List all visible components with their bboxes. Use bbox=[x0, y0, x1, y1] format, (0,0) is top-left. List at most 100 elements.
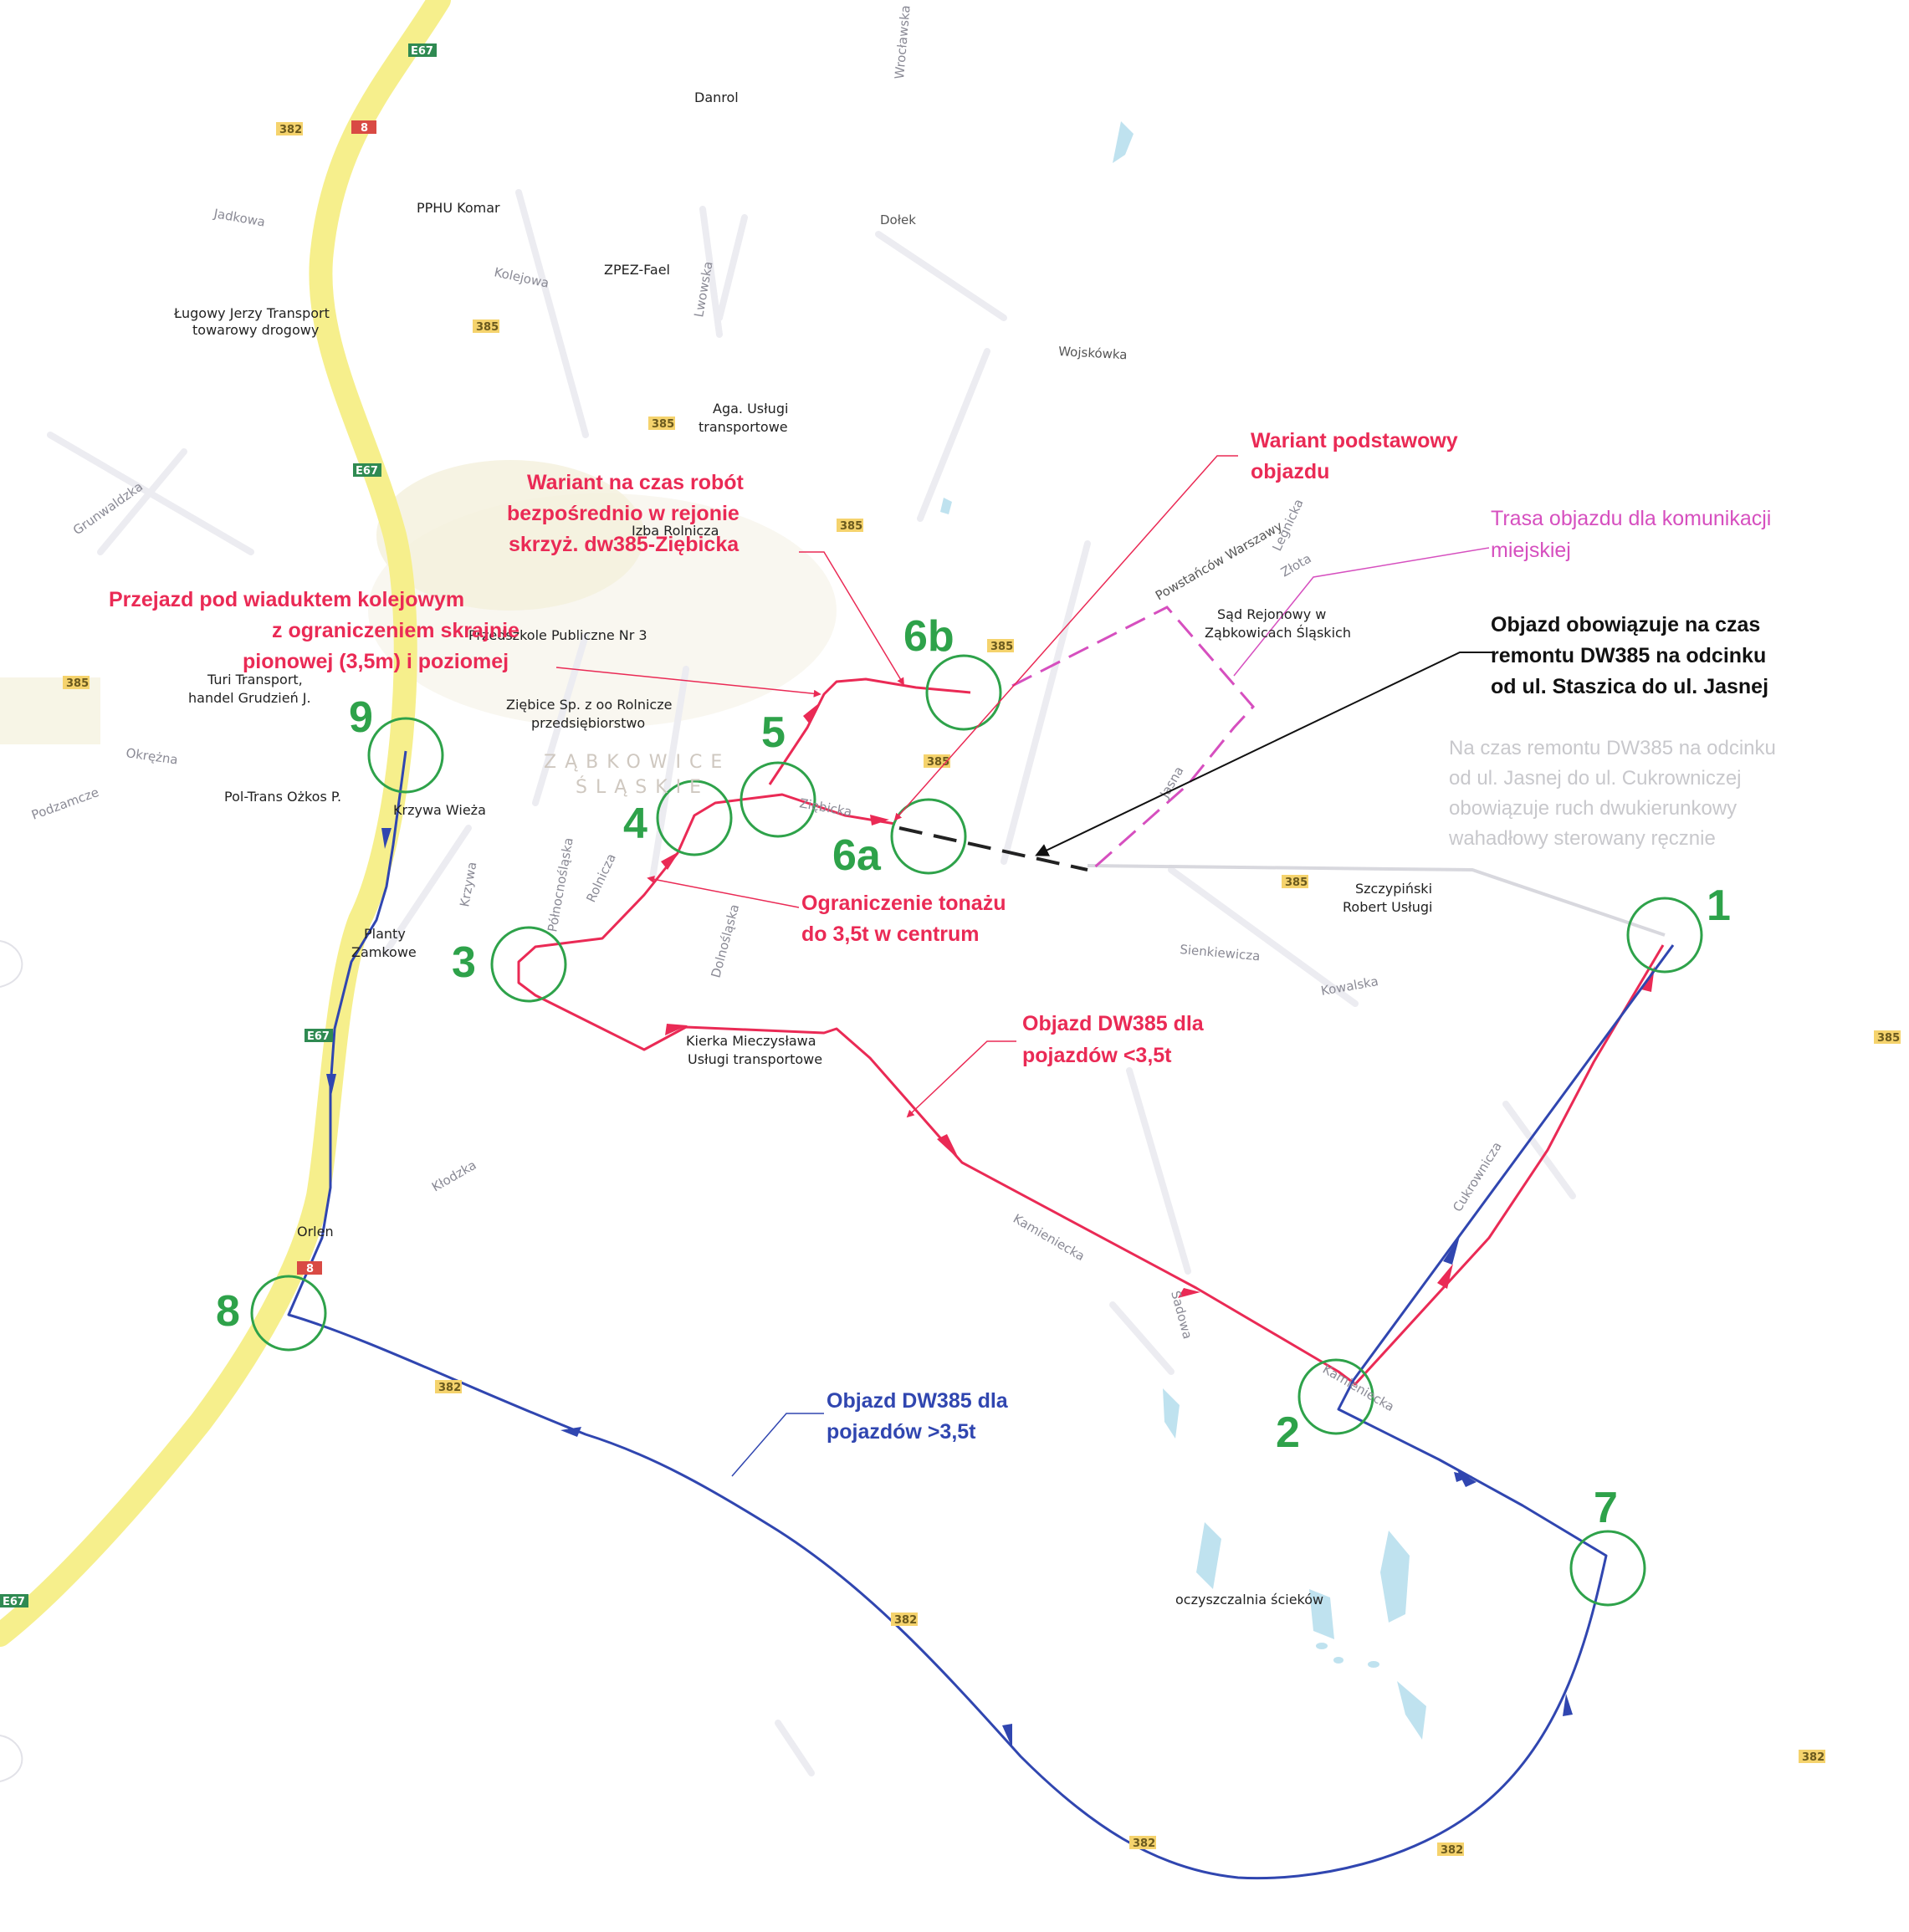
light-detour-line-2: pojazdów <3,5t bbox=[1022, 1044, 1172, 1067]
two-way-line-1: Na czas remontu DW385 na odcinku bbox=[1449, 737, 1776, 759]
svg-text:E67: E67 bbox=[307, 1030, 330, 1043]
place-sad-2: Ząbkowicach Śląskich bbox=[1205, 625, 1351, 641]
place-orlen: Orlen bbox=[297, 1224, 334, 1239]
tonnage-leader bbox=[647, 875, 800, 908]
town-name-2: ŚLĄSKIE bbox=[576, 776, 709, 798]
place-kierka-2: Usługi transportowe bbox=[688, 1051, 822, 1067]
annotation-works-variant: Wariant na czas robót bezpośrednio w rej… bbox=[507, 471, 745, 556]
svg-text:382: 382 bbox=[1802, 1751, 1825, 1764]
viaduct-line-1: Przejazd pod wiaduktem kolejowym bbox=[109, 588, 464, 611]
valid-during-line-2: remontu DW385 na odcinku bbox=[1491, 644, 1766, 667]
waypoint-8-circle bbox=[250, 1275, 327, 1352]
shield-e67-mid: E67 bbox=[353, 463, 381, 478]
works-variant-line-1: Wariant na czas robót bbox=[527, 471, 745, 494]
viaduct-leader bbox=[555, 667, 821, 698]
svg-text:382: 382 bbox=[1133, 1837, 1155, 1850]
minor-streets bbox=[47, 189, 1576, 1776]
svg-text:382: 382 bbox=[438, 1382, 461, 1394]
annotation-heavy-detour: Objazd DW385 dla pojazdów >3,5t bbox=[827, 1389, 1009, 1444]
annotation-valid-during: Objazd obowiązuje na czas remontu DW385 … bbox=[1491, 613, 1768, 698]
shield-e67-bottom: E67 bbox=[0, 1594, 28, 1608]
route-light-arrows bbox=[661, 703, 1655, 1298]
place-kierka-1: Kierka Mieczysława bbox=[686, 1033, 816, 1049]
viaduct-line-3: pionowej (3,5m) i poziomej bbox=[243, 650, 509, 673]
town-name-1: ZĄBKOWICE bbox=[544, 752, 730, 773]
place-aga-2: transportowe bbox=[699, 419, 788, 435]
place-szczypinski-1: Szczypiński bbox=[1355, 881, 1432, 897]
shield-385-d: 385 bbox=[987, 639, 1014, 653]
basic-variant-leader bbox=[893, 455, 1238, 821]
valid-during-line-1: Objazd obowiązuje na czas bbox=[1491, 613, 1760, 636]
shield-e67-low: E67 bbox=[305, 1029, 333, 1043]
places: Danrol PPHU Komar ZPEZ-Fael Ługowy Jerzy… bbox=[173, 89, 1432, 1607]
svg-text:382: 382 bbox=[279, 124, 302, 136]
waypoint-4-label: 4 bbox=[623, 800, 647, 848]
svg-text:E67: E67 bbox=[3, 1596, 25, 1608]
light-detour-leader bbox=[906, 1040, 1016, 1118]
tonnage-line-2: do 3,5t w centrum bbox=[801, 923, 980, 946]
svg-text:385: 385 bbox=[1285, 877, 1308, 889]
shield-382-b: 382 bbox=[891, 1613, 918, 1627]
waypoint-9-circle bbox=[367, 717, 444, 794]
svg-text:8: 8 bbox=[361, 122, 368, 135]
dw385-closed-roadway bbox=[1087, 864, 1666, 937]
viaduct-line-2: z ograniczeniem skrajnie bbox=[272, 619, 519, 642]
basic-variant-line-1: Wariant podstawowy bbox=[1251, 429, 1458, 452]
place-planty-2: Zamkowe bbox=[351, 944, 417, 960]
tonnage-line-1: Ograniczenie tonażu bbox=[801, 892, 1006, 915]
works-variant-line-3: skrzyż. dw385-Ziębicka bbox=[509, 533, 740, 556]
waypoint-3-circle bbox=[490, 926, 567, 1003]
place-oczyszczalnia: oczyszczalnia ścieków bbox=[1175, 1592, 1323, 1607]
shield-385-a: 385 bbox=[473, 319, 499, 334]
heavy-detour-leader bbox=[731, 1413, 824, 1477]
waypoint-2-circle bbox=[1297, 1358, 1374, 1435]
shield-385-f: 385 bbox=[63, 676, 90, 690]
svg-text:8: 8 bbox=[306, 1263, 314, 1275]
route-light-vehicles bbox=[517, 677, 1665, 1386]
valid-during-leader bbox=[1035, 652, 1493, 856]
waypoint-numbers: 1 2 3 4 5 6a 6b 7 8 9 bbox=[216, 612, 1731, 1532]
shield-385-g: 385 bbox=[1282, 875, 1308, 889]
waypoint-3-label: 3 bbox=[452, 938, 476, 987]
annotation-public-transport: Trasa objazdu dla komunikacji miejskiej bbox=[1491, 507, 1771, 562]
annotation-two-way: Na czas remontu DW385 na odcinku od ul. … bbox=[1448, 737, 1776, 850]
route-heavy-vehicles bbox=[287, 750, 1675, 1880]
place-szczypinski-2: Robert Usługi bbox=[1343, 899, 1432, 915]
shield-382-d: 382 bbox=[1437, 1843, 1464, 1857]
shield-385-h: 385 bbox=[1874, 1030, 1901, 1045]
svg-text:E67: E67 bbox=[356, 465, 378, 478]
svg-text:385: 385 bbox=[927, 756, 949, 769]
waypoint-8-label: 8 bbox=[216, 1287, 240, 1336]
light-detour-line-1: Objazd DW385 dla bbox=[1022, 1012, 1205, 1035]
annotation-viaduct: Przejazd pod wiaduktem kolejowym z ogran… bbox=[109, 588, 519, 673]
punch-holes bbox=[0, 940, 23, 1782]
place-przedszkole: Przedszkole Publiczne Nr 3 bbox=[468, 627, 647, 643]
place-zpez: ZPEZ-Fael bbox=[604, 262, 670, 278]
place-ziebice-2: przedsiębiorstwo bbox=[531, 715, 645, 731]
waypoint-1-circle bbox=[1626, 897, 1703, 974]
waypoint-7-circle bbox=[1569, 1530, 1646, 1607]
place-lugowy-2: towarowy drogowy bbox=[192, 322, 319, 338]
place-sad-1: Sąd Rejonowy w bbox=[1217, 606, 1326, 622]
place-lugowy-1: Ługowy Jerzy Transport bbox=[173, 305, 330, 321]
street-dolek: Dołek bbox=[880, 212, 916, 227]
public-transport-leader bbox=[1233, 547, 1490, 677]
two-way-line-2: od ul. Jasnej do ul. Cukrowniczej bbox=[1449, 767, 1742, 790]
svg-text:385: 385 bbox=[840, 520, 862, 533]
shield-382-e: 382 bbox=[1799, 1750, 1825, 1764]
place-aga-1: Aga. Usługi bbox=[713, 401, 788, 417]
waypoint-4-circle bbox=[656, 779, 733, 856]
waypoint-5-circle bbox=[740, 761, 816, 838]
shield-385-c: 385 bbox=[837, 519, 863, 533]
place-izba: Izba Rolnicza bbox=[632, 523, 719, 539]
waypoint-2-label: 2 bbox=[1276, 1408, 1300, 1457]
public-transport-line-1: Trasa objazdu dla komunikacji bbox=[1491, 507, 1771, 530]
heavy-detour-line-1: Objazd DW385 dla bbox=[827, 1389, 1009, 1413]
svg-text:385: 385 bbox=[990, 641, 1013, 653]
annotation-light-detour: Objazd DW385 dla pojazdów <3,5t bbox=[1022, 1012, 1205, 1067]
two-way-line-3: obowiązuje ruch dwukierunkowy bbox=[1449, 797, 1737, 820]
route-heavy-arrows bbox=[326, 828, 1573, 1748]
waypoint-5-label: 5 bbox=[761, 708, 786, 757]
place-pphu-komar: PPHU Komar bbox=[417, 200, 500, 216]
